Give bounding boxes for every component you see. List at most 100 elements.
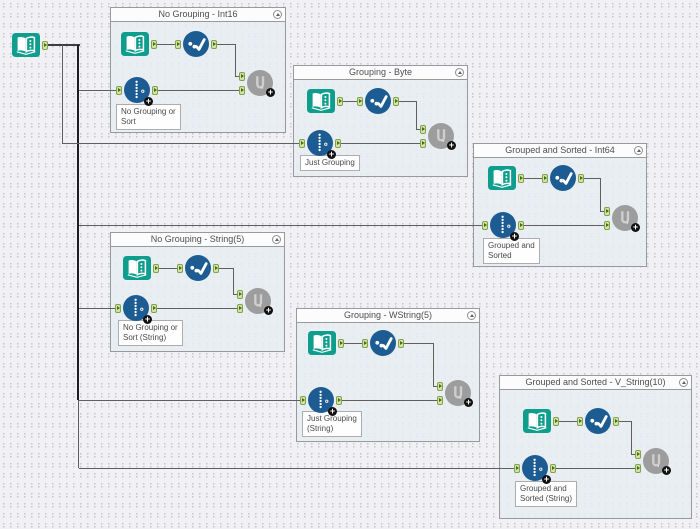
union-tool[interactable]: + [635, 448, 671, 475]
input-data-tool[interactable] [307, 89, 343, 113]
input-anchor[interactable] [177, 263, 183, 273]
container-title-bar[interactable]: Grouping - WString(5) [297, 309, 479, 323]
connection-wire [584, 178, 600, 179]
input-anchor[interactable] [357, 96, 363, 106]
plus-badge: + [264, 305, 273, 315]
container-title-bar[interactable]: Grouped and Sorted - Int64 [474, 144, 646, 158]
union-tool[interactable]: + [437, 380, 473, 407]
input-anchor-top[interactable] [635, 449, 641, 459]
collapse-container-button[interactable] [467, 311, 476, 320]
container-title-bar[interactable]: Grouping - Byte [294, 66, 467, 80]
unique-check-tool[interactable] [577, 408, 619, 434]
output-anchor[interactable] [337, 96, 343, 106]
output-anchor[interactable] [153, 263, 159, 273]
collapse-container-button[interactable] [679, 378, 688, 387]
input-anchor[interactable] [482, 220, 488, 230]
plus-badge: + [631, 222, 640, 232]
input-anchor[interactable] [115, 303, 121, 313]
collapse-container-button[interactable] [272, 235, 281, 244]
collapse-container-button[interactable] [634, 146, 643, 155]
output-anchor[interactable] [151, 303, 157, 313]
tile-tool[interactable]: + [299, 130, 341, 159]
input-data-tool[interactable] [12, 33, 48, 57]
connection-wire [600, 211, 604, 212]
input-anchor[interactable] [116, 85, 122, 95]
output-anchor[interactable] [518, 220, 524, 230]
input-data-tool[interactable] [523, 409, 559, 433]
container-title-bar[interactable]: No Grouping - Int16 [111, 8, 285, 22]
output-anchor[interactable] [398, 338, 404, 348]
chevron-up-icon [636, 149, 641, 152]
annotation-box[interactable]: Grouped and Sorted [483, 238, 540, 264]
tile-tool[interactable]: + [115, 295, 157, 324]
collapse-container-button[interactable] [455, 68, 464, 77]
plus-badge: + [327, 149, 336, 159]
chevron-up-icon [469, 314, 474, 317]
connection-wire [79, 308, 115, 309]
unique-check-tool[interactable] [362, 330, 404, 356]
input-anchor-top[interactable] [239, 71, 245, 81]
output-anchor[interactable] [518, 173, 524, 183]
connection-wire [217, 44, 235, 45]
annotation-box[interactable]: Grouped and Sorted (String) [515, 481, 578, 507]
output-anchor[interactable] [152, 85, 158, 95]
output-anchor[interactable] [151, 39, 157, 49]
input-anchor[interactable] [577, 416, 583, 426]
container-title: Grouping - WString(5) [343, 310, 433, 320]
tile-tool[interactable]: + [300, 387, 342, 416]
input-anchor-bottom[interactable] [604, 220, 610, 230]
input-anchor-bottom[interactable] [239, 85, 245, 95]
unique-check-tool[interactable] [177, 255, 219, 281]
output-anchor[interactable] [211, 39, 217, 49]
union-tool[interactable]: + [237, 288, 273, 315]
output-anchor[interactable] [335, 138, 341, 148]
input-data-tool[interactable] [121, 32, 157, 56]
unique-check-tool[interactable] [542, 165, 584, 191]
output-anchor[interactable] [336, 395, 342, 405]
input-anchor-top[interactable] [237, 289, 243, 299]
input-anchor-bottom[interactable] [420, 138, 426, 148]
output-anchor[interactable] [613, 416, 619, 426]
union-tool[interactable]: + [239, 70, 275, 97]
collapse-container-button[interactable] [273, 10, 282, 19]
output-anchor[interactable] [550, 463, 556, 473]
tile-tool[interactable]: + [482, 212, 524, 241]
union-tool[interactable]: + [604, 205, 640, 232]
output-anchor[interactable] [213, 263, 219, 273]
input-anchor[interactable] [514, 463, 520, 473]
annotation-box[interactable]: No Grouping or Sort [116, 104, 181, 130]
input-anchor[interactable] [299, 138, 305, 148]
output-anchor[interactable] [393, 96, 399, 106]
input-anchor[interactable] [300, 395, 306, 405]
input-anchor[interactable] [175, 39, 181, 49]
unique-check-tool[interactable] [357, 88, 399, 114]
input-anchor-bottom[interactable] [237, 303, 243, 313]
output-anchor[interactable] [42, 40, 48, 50]
input-anchor[interactable] [542, 173, 548, 183]
input-data-tool[interactable] [488, 166, 524, 190]
input-anchor-bottom[interactable] [635, 463, 641, 473]
input-anchor-top[interactable] [420, 124, 426, 134]
input-anchor-bottom[interactable] [437, 395, 443, 405]
output-anchor[interactable] [578, 173, 584, 183]
connection-wire [524, 225, 604, 226]
plus-badge: + [144, 96, 153, 106]
output-anchor[interactable] [338, 338, 344, 348]
container-title-bar[interactable]: Grouped and Sorted - V_String(10) [500, 376, 691, 390]
union-tool[interactable]: + [420, 123, 456, 150]
unique-check-tool[interactable] [175, 31, 217, 57]
tile-tool[interactable]: + [116, 77, 158, 106]
output-anchor[interactable] [553, 416, 559, 426]
input-data-tool[interactable] [308, 331, 344, 355]
annotation-box[interactable]: No Grouping or Sort (String) [118, 320, 183, 346]
input-anchor[interactable] [362, 338, 368, 348]
input-anchor-top[interactable] [437, 381, 443, 391]
connection-wire [235, 76, 239, 77]
input-data-tool[interactable] [123, 256, 159, 280]
chevron-up-icon [275, 13, 280, 16]
tile-tool[interactable]: + [514, 455, 556, 484]
input-anchor-top[interactable] [604, 206, 610, 216]
annotation-box[interactable]: Just Grouping (String) [302, 411, 362, 437]
container-title-bar[interactable]: No Grouping - String(5) [111, 233, 284, 247]
